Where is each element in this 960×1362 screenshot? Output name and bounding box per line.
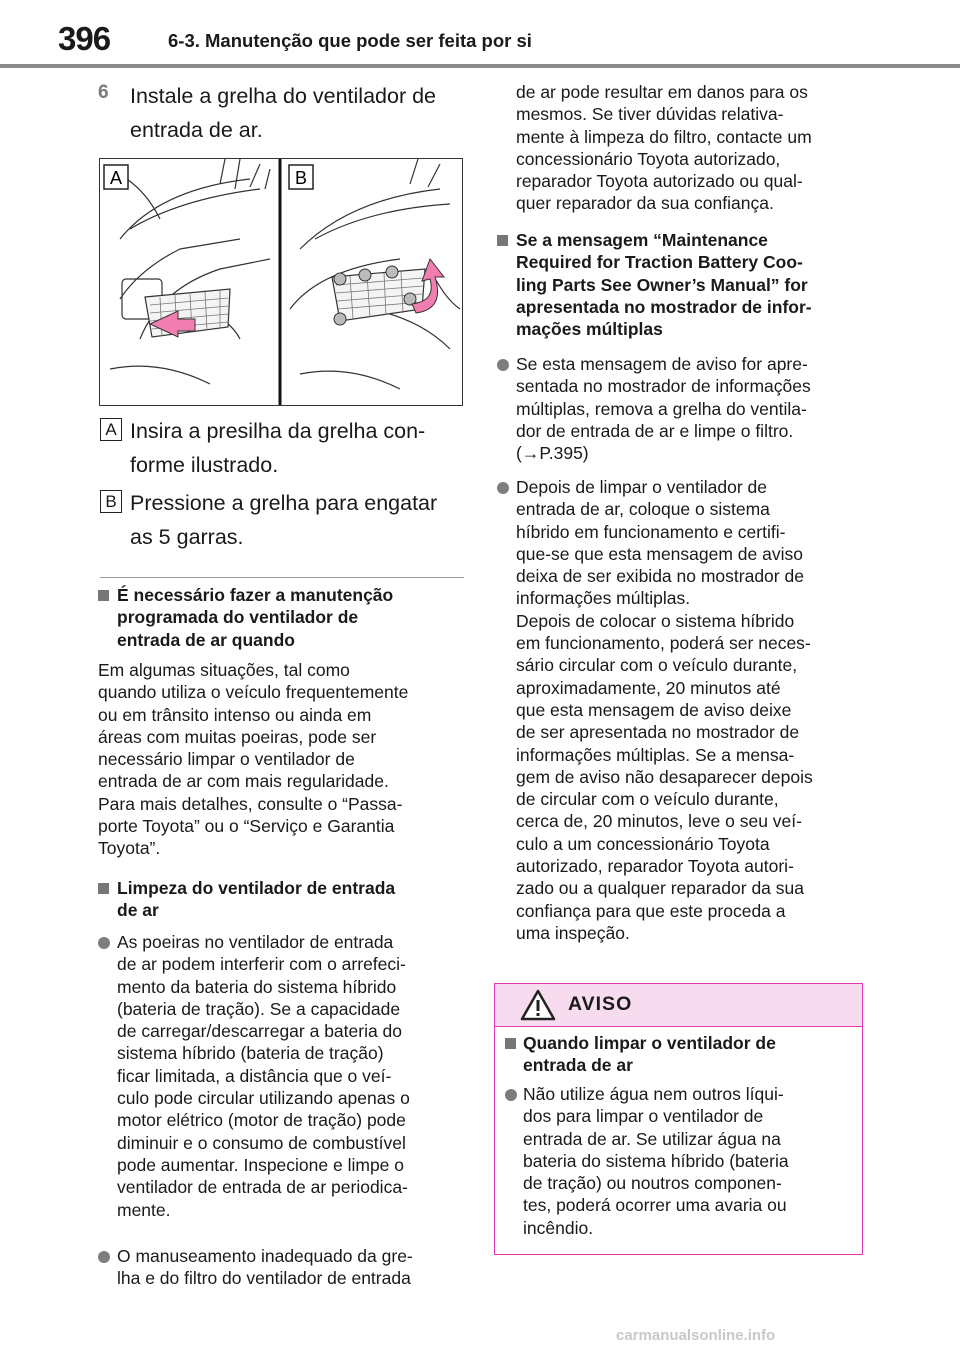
grille-drawing: A B xyxy=(103,158,461,405)
bullet-dot-icon xyxy=(497,359,509,371)
page-number: 396 xyxy=(58,20,111,57)
cleaning-bullet-2: O manuseamento inadequado da gre-lha e d… xyxy=(117,1246,413,1289)
warning-box xyxy=(494,983,863,1255)
cleaning-heading: Limpeza do ventilador de entrada de ar xyxy=(117,878,396,921)
warning-bullet: Não utilize água nem outros líqui-dos pa… xyxy=(523,1084,789,1238)
callout-a-text: Insira a presilha da grelha con- forme i… xyxy=(130,419,426,477)
step-number: 6 xyxy=(98,82,109,103)
footer-watermark: carmanualsonline.info xyxy=(616,1327,776,1344)
heading-square-icon xyxy=(98,883,109,894)
warning-triangle-icon xyxy=(520,989,556,1021)
warning-header xyxy=(495,984,862,1027)
message-bullet-1: Se esta mensagem de aviso for apre-senta… xyxy=(516,354,811,464)
bullet-dot-icon xyxy=(98,1251,110,1263)
callout-tag-b: B xyxy=(100,490,122,513)
grille-illustration: A B xyxy=(99,158,463,406)
callout-tag-a: A xyxy=(100,418,122,441)
bullet-dot-icon xyxy=(497,482,509,494)
maintenance-heading: É necessário fazer a manutenção programa… xyxy=(117,585,394,650)
bullet-dot-icon xyxy=(98,937,110,949)
figure-label-a: A xyxy=(110,168,122,188)
warning-title: AVISO xyxy=(568,993,633,1015)
bullet-dot-icon xyxy=(505,1089,517,1101)
heading-square-icon xyxy=(98,590,109,601)
heading-square-icon xyxy=(497,235,508,246)
section-title: 6-3. Manutenção que pode ser feita por s… xyxy=(168,30,532,51)
step-text: Instale a grelha do ventilador de entrad… xyxy=(130,84,436,142)
header-rule xyxy=(0,64,960,68)
heading-square-icon xyxy=(505,1038,516,1049)
callout-b-text: Pressione a grelha para engatar as 5 gar… xyxy=(130,491,438,549)
figure-label-b: B xyxy=(295,168,307,188)
section-divider xyxy=(100,577,464,578)
